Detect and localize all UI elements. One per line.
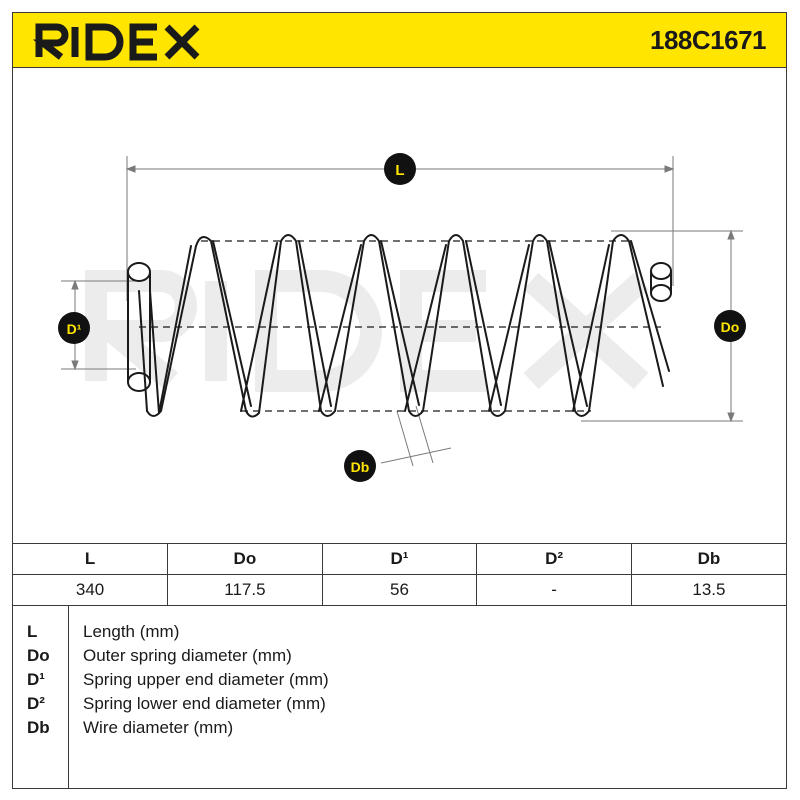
spec-table-value-row: 340 117.5 56 - 13.5 — [13, 574, 786, 606]
svg-text:L: L — [395, 162, 404, 179]
legend-key: L — [27, 622, 38, 641]
legend-text: Wire diameter (mm) — [83, 718, 234, 737]
spec-value-l: 340 — [13, 574, 169, 606]
spec-value-do: 117.5 — [167, 574, 323, 606]
legend-text: Outer spring diameter (mm) — [83, 646, 292, 665]
legend-item: D¹ Spring upper end diameter (mm) — [13, 668, 786, 692]
spec-value-db: 13.5 — [630, 574, 786, 606]
spring-diagram-area: L Do — [13, 68, 786, 544]
svg-text:D¹: D¹ — [67, 321, 82, 337]
spec-header-l: L — [13, 544, 169, 575]
spec-header-db: Db — [630, 544, 786, 575]
spec-value-d1: 56 — [321, 574, 478, 606]
datasheet-frame: 188C1671 L — [12, 12, 787, 789]
spec-table-header-row: L Do D¹ D² Db — [13, 544, 786, 575]
legend-text: Spring upper end diameter (mm) — [83, 670, 329, 689]
spec-header-d1: D¹ — [321, 544, 478, 575]
spec-table: L Do D¹ D² Db 340 117.5 56 - 13.5 — [13, 544, 786, 606]
outer-diameter-marker: Do — [714, 310, 746, 342]
legend-item: L Length (mm) — [13, 620, 786, 644]
legend-key: Do — [27, 646, 50, 665]
spec-value-d2: - — [476, 574, 632, 606]
spec-header-d2: D² — [476, 544, 632, 575]
svg-text:Do: Do — [721, 319, 740, 335]
legend-item: D² Spring lower end diameter (mm) — [13, 692, 786, 716]
spring-dashed-guides — [139, 240, 661, 412]
legend: L Length (mm) Do Outer spring diameter (… — [13, 606, 786, 788]
legend-key: D¹ — [27, 670, 45, 689]
header-bar: 188C1671 — [13, 13, 786, 68]
wire-diameter-marker: Db — [344, 450, 376, 482]
legend-item: Db Wire diameter (mm) — [13, 716, 786, 740]
svg-text:Db: Db — [351, 459, 370, 475]
legend-text: Length (mm) — [83, 622, 180, 641]
legend-item: Do Outer spring diameter (mm) — [13, 644, 786, 668]
spring-diagram: L Do — [58, 153, 746, 482]
coil-spring — [127, 234, 672, 418]
legend-key: Db — [27, 718, 50, 737]
length-marker: L — [384, 153, 416, 185]
ridex-watermark — [80, 270, 649, 392]
part-number: 188C1671 — [650, 25, 767, 55]
legend-divider — [68, 606, 69, 788]
upper-end-diameter-marker: D¹ — [58, 312, 90, 344]
spec-header-do: Do — [167, 544, 323, 575]
legend-key: D² — [27, 694, 45, 713]
legend-text: Spring lower end diameter (mm) — [83, 694, 326, 713]
ridex-logo — [33, 23, 200, 61]
